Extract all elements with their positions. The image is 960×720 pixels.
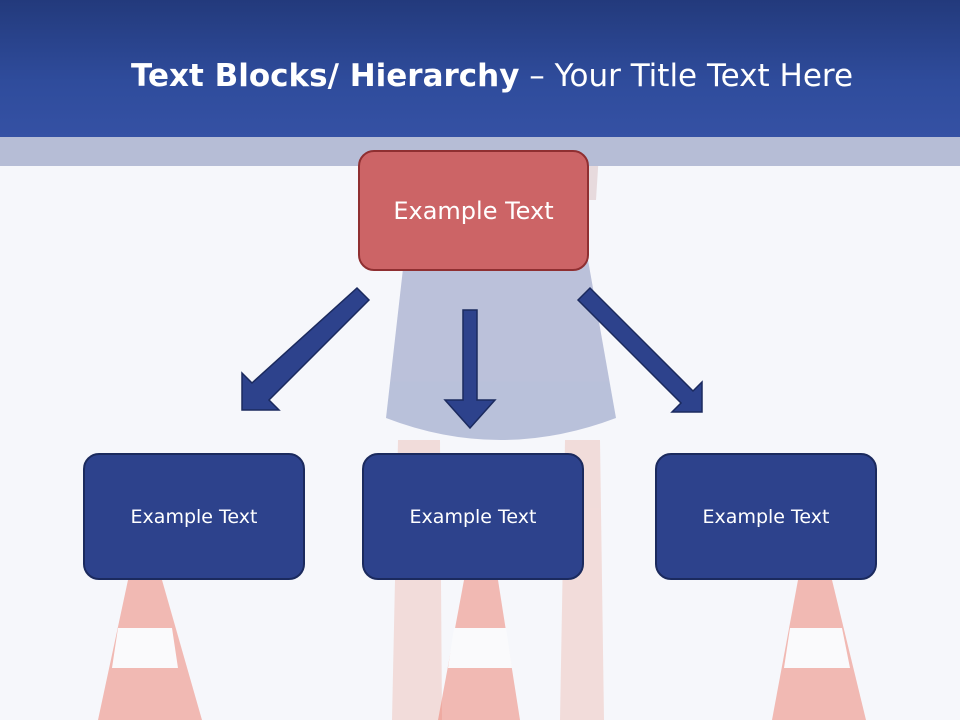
arrow-center (443, 309, 497, 430)
child-text-block-2: Example Text (362, 453, 584, 580)
arrow-left (241, 286, 371, 411)
arrow-right (576, 286, 703, 413)
slide-title: Text Blocks/ Hierarchy – Your Title Text… (0, 56, 960, 96)
top-text-block: Example Text (358, 150, 589, 271)
slide-title-rest: – Your Title Text Here (519, 58, 854, 94)
child-text-block-3: Example Text (655, 453, 877, 580)
child-text-block-1: Example Text (83, 453, 305, 580)
title-header (0, 0, 960, 137)
slide-title-bold: Text Blocks/ Hierarchy (130, 58, 520, 94)
